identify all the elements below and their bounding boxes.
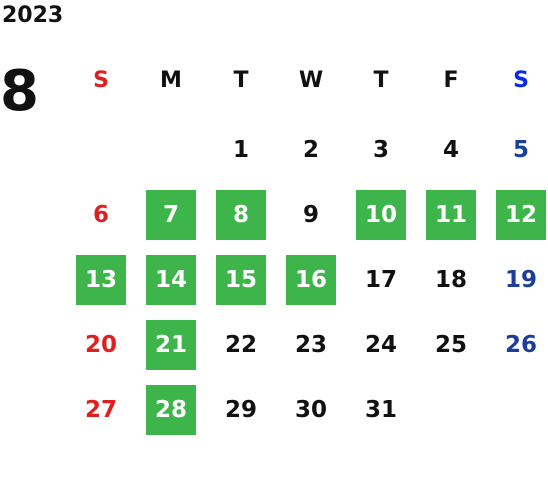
- day-cell-28[interactable]: 28: [146, 385, 196, 435]
- weekday-header-mon: M: [160, 67, 182, 93]
- day-cell-4[interactable]: 4: [442, 137, 459, 163]
- year-label: 2023: [2, 3, 64, 28]
- day-cell-30[interactable]: 30: [294, 397, 327, 423]
- day-cell-17[interactable]: 17: [364, 267, 397, 293]
- day-cell-12[interactable]: 12: [496, 190, 546, 240]
- day-cell-2[interactable]: 2: [302, 137, 319, 163]
- month-number: 8: [0, 59, 39, 124]
- day-cell-27[interactable]: 27: [84, 397, 117, 423]
- day-cell-13[interactable]: 13: [76, 255, 126, 305]
- day-cell-11[interactable]: 11: [426, 190, 476, 240]
- day-cell-6[interactable]: 6: [92, 202, 109, 228]
- weekday-header-thu: T: [373, 67, 389, 93]
- day-cell-31[interactable]: 31: [364, 397, 397, 423]
- day-cell-1[interactable]: 1: [232, 137, 249, 163]
- day-cell-7[interactable]: 7: [146, 190, 196, 240]
- weekday-header-sat: S: [513, 67, 529, 93]
- day-cell-22[interactable]: 22: [224, 332, 257, 358]
- weekday-header-fri: F: [443, 67, 459, 93]
- day-cell-9[interactable]: 9: [302, 202, 319, 228]
- day-cell-18[interactable]: 18: [434, 267, 467, 293]
- day-cell-29[interactable]: 29: [224, 397, 257, 423]
- day-cell-25[interactable]: 25: [434, 332, 467, 358]
- day-cell-21[interactable]: 21: [146, 320, 196, 370]
- day-cell-26[interactable]: 26: [504, 332, 537, 358]
- day-cell-8[interactable]: 8: [216, 190, 266, 240]
- day-cell-15[interactable]: 15: [216, 255, 266, 305]
- day-cell-16[interactable]: 16: [286, 255, 336, 305]
- day-cell-23[interactable]: 23: [294, 332, 327, 358]
- day-cell-14[interactable]: 14: [146, 255, 196, 305]
- weekday-header-sun: S: [93, 67, 109, 93]
- day-cell-24[interactable]: 24: [364, 332, 397, 358]
- day-cell-19[interactable]: 19: [504, 267, 537, 293]
- day-cell-5[interactable]: 5: [512, 137, 529, 163]
- day-cell-10[interactable]: 10: [356, 190, 406, 240]
- day-cell-3[interactable]: 3: [372, 137, 389, 163]
- weekday-header-tue: T: [233, 67, 249, 93]
- weekday-header-wed: W: [298, 67, 324, 93]
- day-cell-20[interactable]: 20: [84, 332, 117, 358]
